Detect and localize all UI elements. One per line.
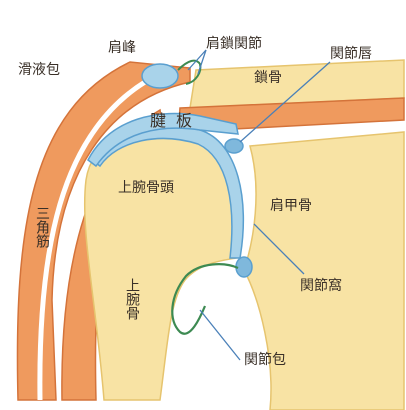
label-acromion: 肩峰	[108, 40, 136, 56]
label-humeral-head: 上腕骨頭	[118, 180, 174, 196]
label-labrum: 関節唇	[330, 45, 372, 62]
label-glenoid: 関節窩	[300, 277, 342, 294]
leader-ac-joint-2	[197, 49, 207, 75]
joint-capsule	[171, 263, 239, 335]
leader-glenoid	[253, 223, 305, 275]
label-ac-joint: 肩鎖関節	[206, 35, 262, 52]
leader-ac-joint	[187, 49, 207, 71]
rotator-cuff	[87, 112, 239, 168]
scapula-bone	[243, 131, 405, 410]
glenoid-labrum	[224, 138, 244, 154]
label-tendon-plate: 腱板	[150, 111, 202, 130]
label-clavicle: 鎖骨	[254, 70, 282, 86]
ac-joint-capsule	[177, 59, 202, 85]
label-scapula: 肩甲骨	[270, 198, 312, 214]
label-capsule: 関節包	[244, 351, 286, 368]
label-deltoid: 三角筋	[34, 206, 50, 249]
deltoid-gap	[37, 79, 147, 401]
label-humerus: 上腕骨	[124, 278, 140, 320]
leader-labrum	[239, 61, 331, 143]
acromion-bone	[141, 63, 179, 89]
leader-capsule	[199, 309, 241, 361]
label-synovial-bursa: 滑液包	[18, 61, 60, 78]
